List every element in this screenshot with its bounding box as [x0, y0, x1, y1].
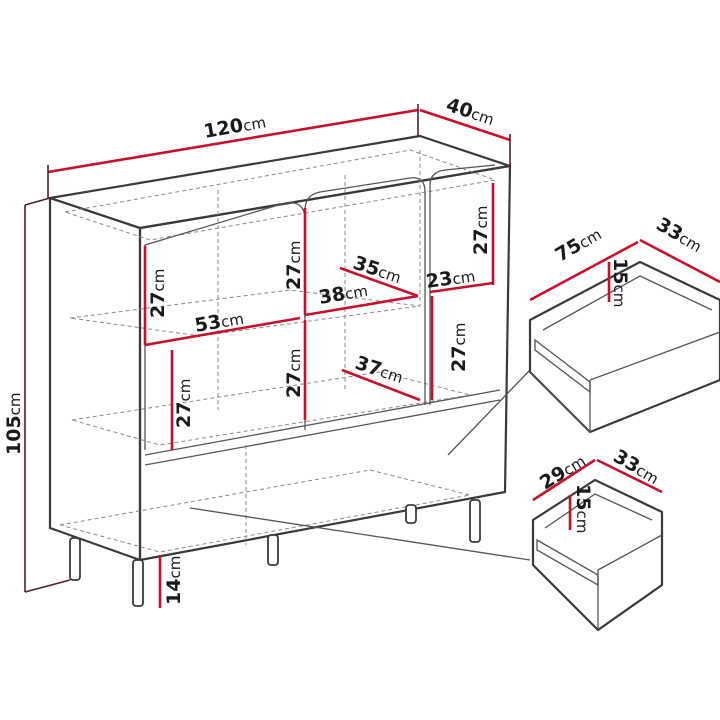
small-drawer-runner — [536, 538, 599, 587]
cabinet-side — [48, 196, 142, 562]
drawer-rail-lower — [144, 399, 501, 466]
label-bottom-left-h-value: 27 — [173, 402, 195, 428]
label-top-right-w-unit: cm — [451, 267, 476, 288]
label-width-value: 120 — [202, 114, 245, 143]
large-drawer-edge — [529, 371, 591, 433]
dimension-lines — [24, 104, 720, 608]
label-small-drawer-h-value: 15 — [572, 484, 594, 510]
dim-line-large-drawer-w — [529, 240, 639, 302]
label-depth: 40cm — [443, 94, 497, 130]
label-height: 105cm — [3, 392, 25, 455]
cabinet — [48, 134, 512, 607]
dim-line-top-mid-w — [304, 294, 419, 317]
label-top-right-h: 27cm — [470, 206, 492, 255]
dimension-labels: 120cm 40cm 105cm 14cm 27cm 27cm 27cm 53c… — [3, 94, 705, 605]
small-drawer-front-top — [597, 534, 663, 571]
label-top-right-w-value: 23 — [425, 267, 454, 292]
shelf-top-inner — [64, 149, 497, 241]
dim-line-depth — [419, 108, 511, 142]
dim-line-width — [47, 108, 419, 174]
dim-line-large-drawer-d — [639, 238, 720, 284]
label-bottom-right-h: 27cm — [448, 323, 470, 372]
label-top-left-h-unit: cm — [150, 269, 168, 292]
label-bottom-mid-d-unit: cm — [378, 363, 405, 387]
large-drawer-inner — [542, 275, 713, 331]
label-top-mid-w-value: 38 — [317, 283, 347, 309]
label-leg-value: 14 — [163, 579, 185, 605]
label-width-unit: cm — [242, 113, 268, 135]
label-top-mid-w: 38cm — [317, 279, 369, 309]
dim-line-top-left-w — [144, 316, 301, 347]
drawer-rail — [144, 389, 501, 456]
door-middle — [304, 177, 426, 405]
small-drawer — [531, 478, 664, 632]
dim-line-top-right-w — [429, 281, 494, 294]
label-top-mid-h-unit: cm — [286, 241, 304, 264]
large-drawer — [528, 260, 720, 434]
leg-back-right — [405, 504, 417, 524]
label-bottom-mid-d: 37cm — [352, 352, 406, 388]
label-top-right-w: 23cm — [425, 264, 477, 293]
label-top-left-w-unit: cm — [220, 310, 246, 332]
label-bottom-right-h-value: 27 — [448, 346, 470, 372]
dim-tick-height-a — [24, 197, 51, 206]
door-right — [429, 164, 496, 405]
dim-line-bottom-mid-d — [341, 368, 421, 402]
leg-front-left — [132, 559, 144, 607]
label-top-mid-w-unit: cm — [344, 282, 370, 304]
label-bottom-mid-h-value: 27 — [283, 372, 305, 398]
label-large-drawer-h-unit: cm — [610, 284, 628, 307]
small-drawer-inner — [544, 493, 653, 529]
leg-front-mid — [267, 534, 279, 566]
label-height-unit: cm — [6, 392, 24, 415]
label-large-drawer-h-value: 15 — [609, 258, 631, 284]
label-bottom-right-h-unit: cm — [451, 323, 469, 346]
dim-line-top-mid-d — [339, 266, 419, 298]
large-drawer-front-top — [589, 331, 720, 381]
callout-line-small — [189, 507, 531, 561]
label-top-mid-h: 27cm — [283, 241, 305, 290]
label-large-drawer-w: 75cm — [552, 223, 606, 267]
label-depth-unit: cm — [469, 105, 496, 129]
small-drawer-body — [531, 478, 664, 632]
label-top-left-w-value: 53 — [193, 311, 223, 337]
label-leg-unit: cm — [166, 556, 184, 579]
label-large-drawer-h: 15cm — [609, 258, 631, 307]
callout-line-large — [447, 369, 531, 456]
dim-line-small-drawer-d — [596, 458, 663, 494]
label-bottom-mid-h: 27cm — [283, 349, 305, 398]
label-top-left-h-value: 27 — [147, 292, 169, 318]
leg-back-left — [69, 537, 81, 581]
label-top-right-h-value: 27 — [470, 229, 492, 255]
label-bottom-left-h-unit: cm — [176, 379, 194, 402]
label-bottom-mid-h-unit: cm — [286, 349, 304, 372]
label-top-right-h-unit: cm — [473, 206, 491, 229]
large-drawer-runner — [534, 338, 591, 394]
label-small-drawer-d: 33cm — [610, 445, 664, 489]
dim-tick-height-b — [24, 579, 71, 593]
label-top-mid-h-value: 27 — [283, 264, 305, 290]
label-top-left-h: 27cm — [147, 269, 169, 318]
label-bottom-left-h: 27cm — [173, 379, 195, 428]
label-small-drawer-h-unit: cm — [573, 510, 591, 533]
leg-front-right — [469, 499, 481, 543]
label-small-drawer-h: 15cm — [572, 484, 594, 533]
label-top-left-w: 53cm — [193, 307, 245, 337]
label-height-value: 105 — [3, 415, 25, 455]
label-leg: 14cm — [163, 556, 185, 605]
cabinet-top — [48, 134, 512, 230]
dim-line-small-drawer-w — [532, 458, 596, 502]
shelf-lower — [71, 371, 471, 446]
